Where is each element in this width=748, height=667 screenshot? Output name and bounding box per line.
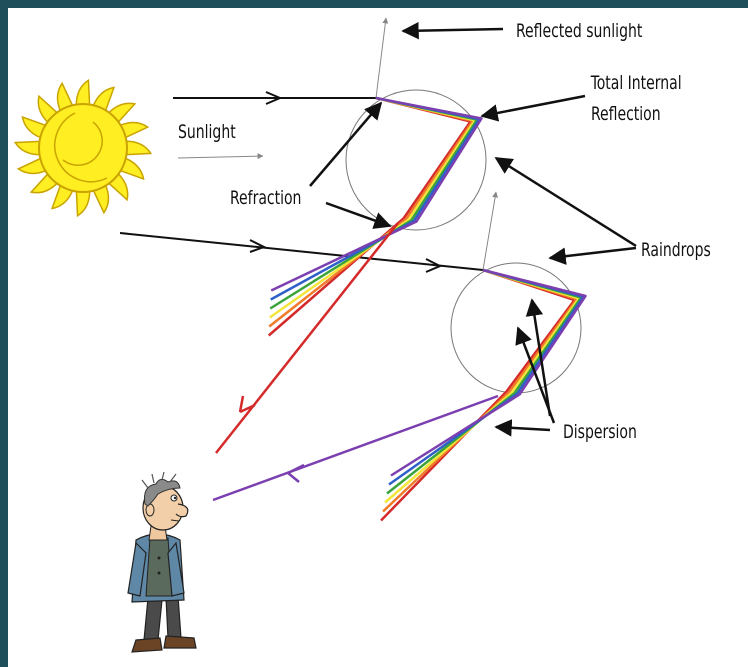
- lower-drop-band: [389, 270, 583, 485]
- arrow-refraction-2: [326, 203, 390, 226]
- arrow-tir: [482, 96, 585, 116]
- sun-ray: [15, 141, 41, 154]
- sun-ray: [124, 141, 150, 154]
- lower-drop-band: [391, 270, 586, 476]
- sunlight-small-arrow: [178, 156, 263, 158]
- label-reflected-sunlight: Reflected sunlight: [516, 21, 642, 43]
- upper-drop-band: [271, 98, 481, 291]
- label-total-internal: Total Internal: [590, 73, 682, 95]
- sun-icon: [15, 80, 151, 216]
- reflected-ray-lower: [483, 192, 496, 270]
- arrow-reflected: [403, 29, 503, 31]
- label-reflection: Reflection: [591, 104, 661, 126]
- diagram-canvas: Reflected sunlight Total Internal Reflec…: [8, 8, 748, 667]
- rainbow-diagram: Reflected sunlight Total Internal Reflec…: [8, 8, 748, 667]
- upper-drop-band: [269, 98, 472, 327]
- lower-drop-band: [381, 270, 575, 521]
- arrow-dispersion-3: [496, 427, 550, 430]
- red-ray-to-observer: [216, 223, 398, 453]
- arrow-refraction-1: [310, 103, 381, 186]
- arrow-raindrops-1: [496, 158, 636, 246]
- dispersion-bands: [269, 98, 586, 521]
- sun-ray: [76, 189, 89, 215]
- label-refraction: Refraction: [230, 188, 301, 210]
- reflected-ray-upper: [376, 18, 386, 98]
- sun-ray: [76, 80, 89, 106]
- upper-drop-band: [271, 98, 480, 300]
- observer-figure: [128, 472, 196, 652]
- arrow-raindrops-2: [550, 248, 636, 258]
- label-sunlight: Sunlight: [178, 122, 236, 144]
- violet-ray-to-observer: [213, 396, 498, 500]
- label-raindrops: Raindrops: [641, 240, 711, 262]
- upper-drop-band: [269, 98, 471, 336]
- label-dispersion: Dispersion: [563, 422, 637, 444]
- sunray-lower: [120, 233, 483, 270]
